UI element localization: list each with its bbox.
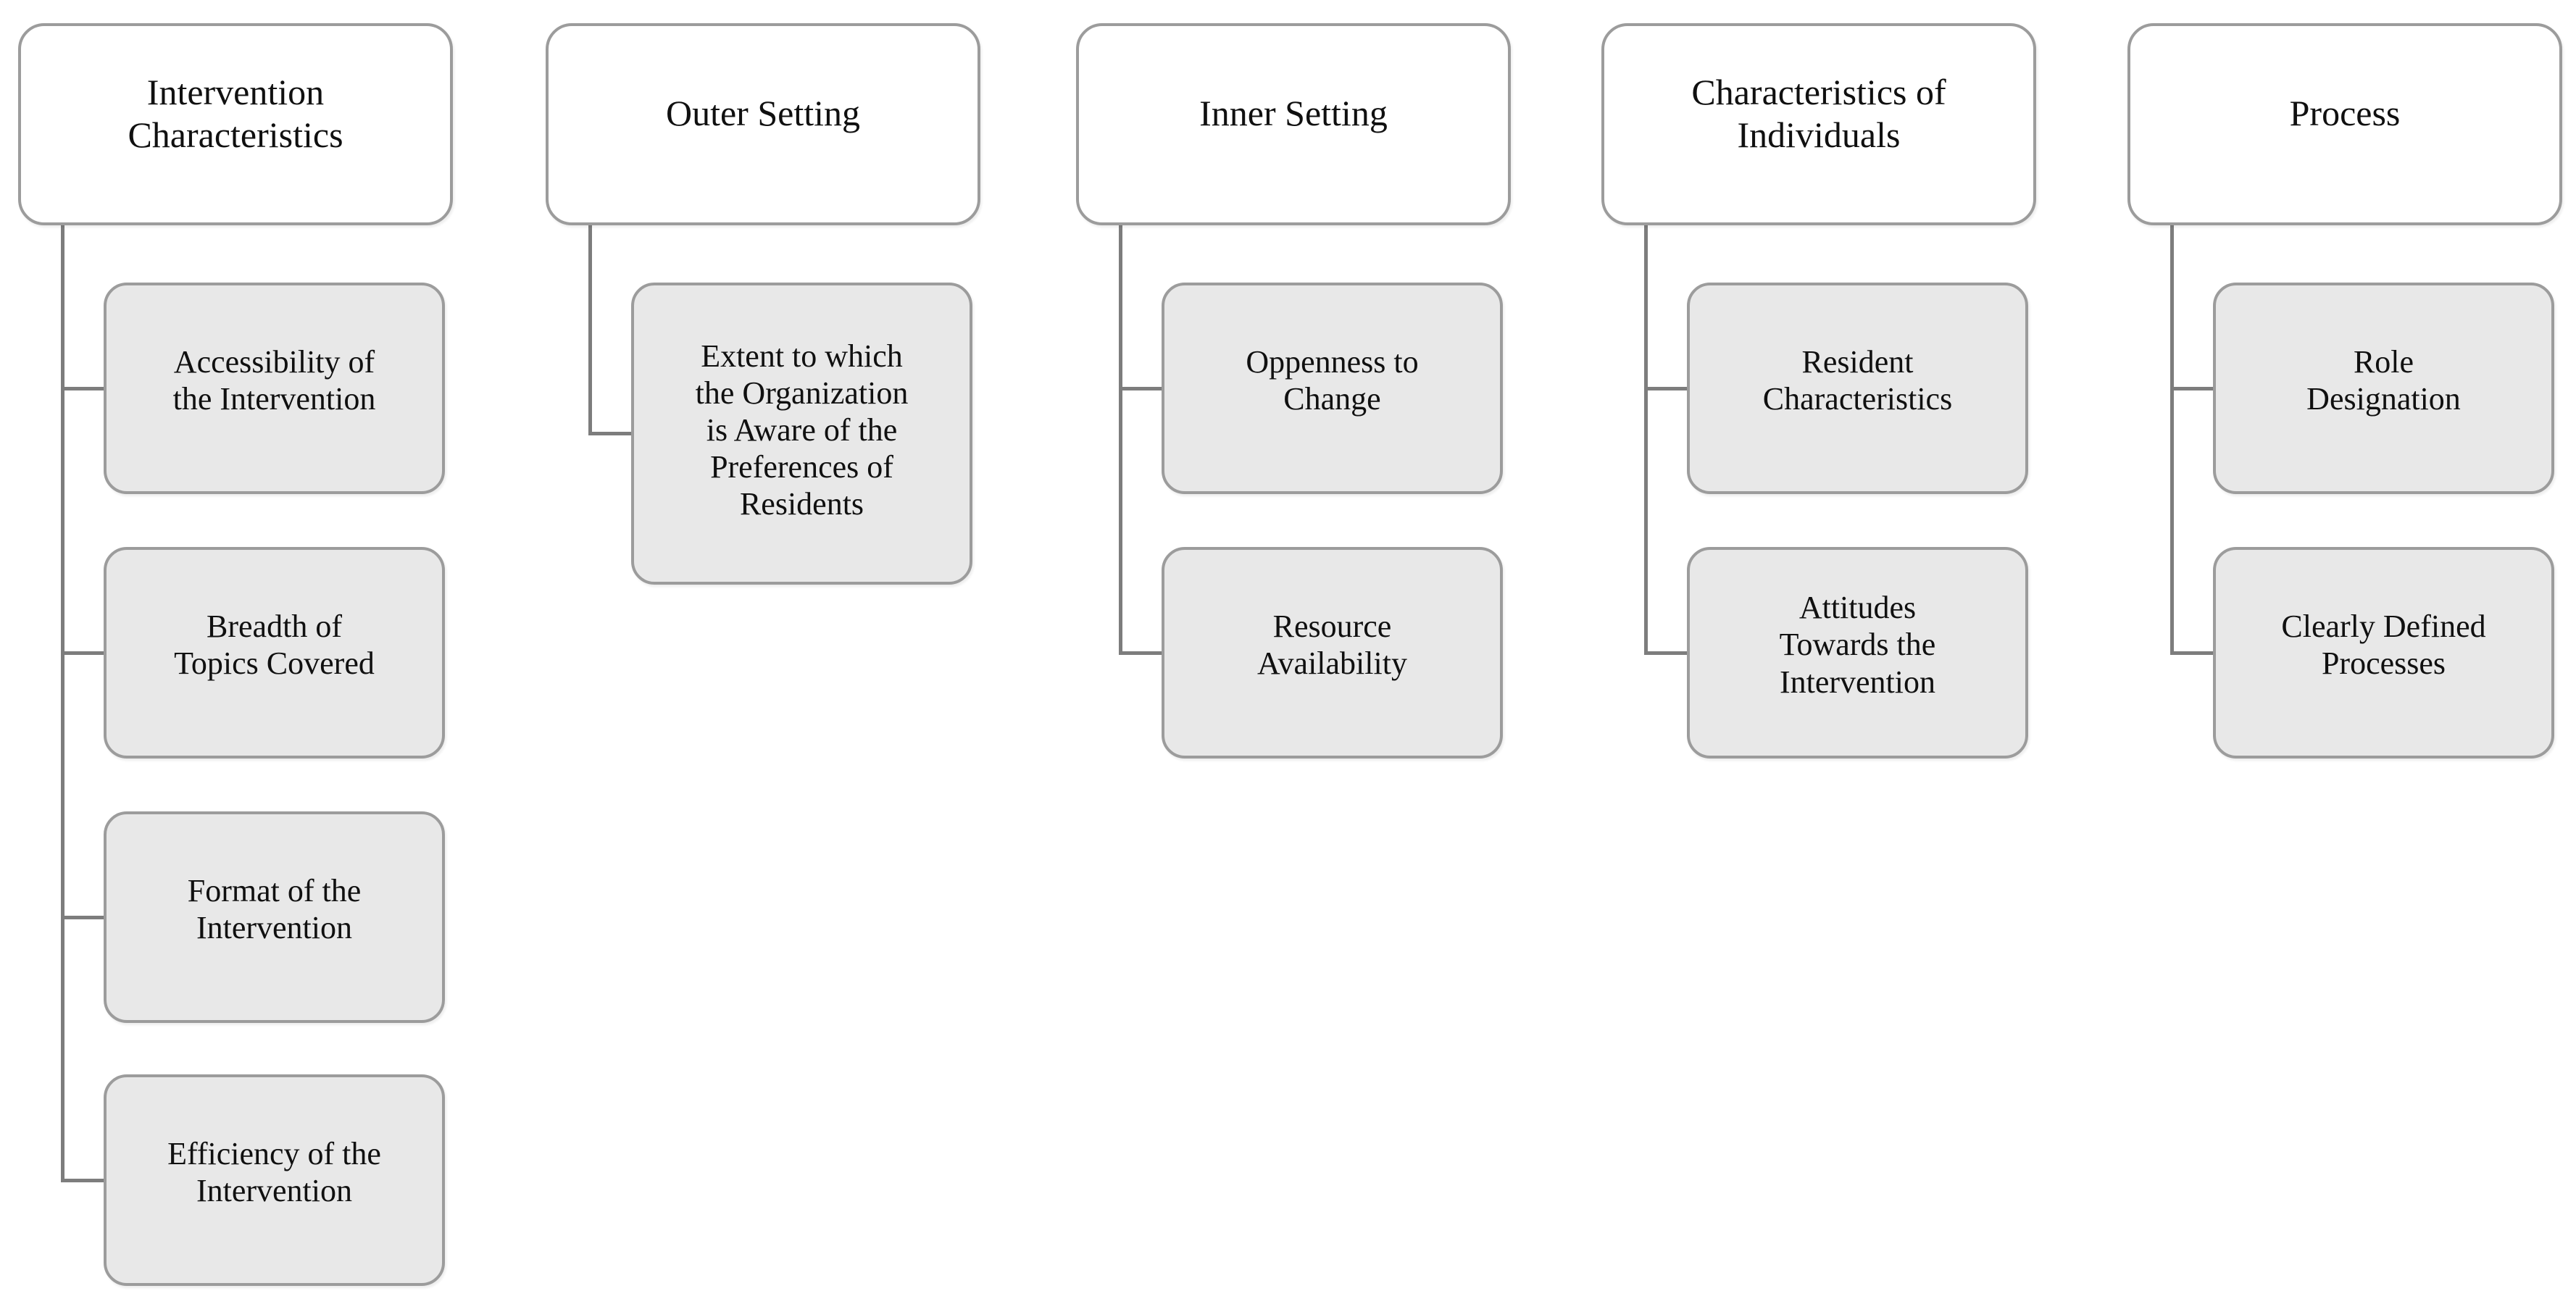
connector-elbow [1119, 387, 1165, 390]
header-box-characteristics-of-individuals: Characteristics of Individuals [1601, 23, 2036, 225]
header-box-outer-setting: Outer Setting [546, 23, 980, 225]
child-box-openness-to-change: Oppenness to Change [1162, 283, 1503, 494]
connector-elbow [1644, 651, 1691, 655]
connector-vertical-line [588, 223, 592, 435]
connector-elbow [1119, 651, 1165, 655]
child-box-efficiency: Efficiency of the Intervention [104, 1074, 445, 1286]
connector-elbow [2170, 651, 2217, 655]
child-box-format: Format of the Intervention [104, 811, 445, 1023]
connector-vertical-line [1644, 223, 1648, 654]
child-box-attitudes-towards-intervention: Attitudes Towards the Intervention [1687, 547, 2028, 759]
child-box-role-designation: Role Designation [2213, 283, 2554, 494]
column-intervention-characteristics: Intervention Characteristics Accessibili… [18, 23, 453, 1312]
header-box-inner-setting: Inner Setting [1076, 23, 1511, 225]
child-box-breadth-of-topics: Breadth of Topics Covered [104, 547, 445, 759]
child-box-organization-awareness: Extent to which the Organization is Awar… [631, 283, 972, 585]
connector-elbow [61, 651, 107, 655]
column-process: Process Role Designation Clearly Defined… [2127, 23, 2562, 1312]
child-box-resident-characteristics: Resident Characteristics [1687, 283, 2028, 494]
connector-vertical-line [1119, 223, 1122, 654]
connector-elbow [588, 432, 635, 435]
connector-elbow [61, 387, 107, 390]
header-box-intervention-characteristics: Intervention Characteristics [18, 23, 453, 225]
column-outer-setting: Outer Setting Extent to which the Organi… [546, 23, 980, 1312]
connector-elbow [61, 1179, 107, 1182]
connector-elbow [61, 916, 107, 919]
child-box-clearly-defined-processes: Clearly Defined Processes [2213, 547, 2554, 759]
connector-elbow [1644, 387, 1691, 390]
child-box-resource-availability: Resource Availability [1162, 547, 1503, 759]
child-box-accessibility: Accessibility of the Intervention [104, 283, 445, 494]
column-characteristics-of-individuals: Characteristics of Individuals Resident … [1601, 23, 2036, 1312]
header-box-process: Process [2127, 23, 2562, 225]
connector-vertical-line [61, 223, 64, 1182]
connector-elbow [2170, 387, 2217, 390]
column-inner-setting: Inner Setting Oppenness to Change Resour… [1076, 23, 1511, 1312]
connector-vertical-line [2170, 223, 2174, 654]
